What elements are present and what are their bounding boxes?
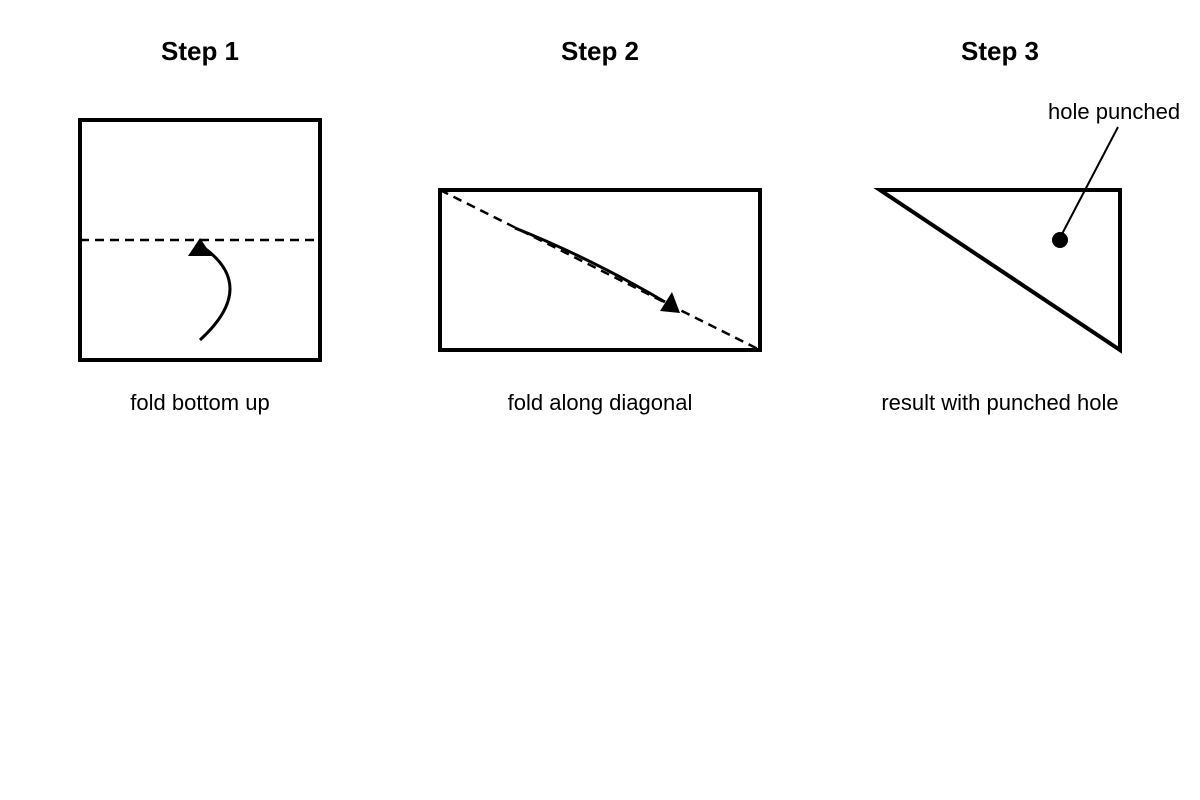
step-1-title: Step 1: [161, 36, 239, 66]
step-1-caption: fold bottom up: [130, 390, 269, 415]
step-2-fold-arrow-curve: [514, 226, 666, 304]
step-3-caption: result with punched hole: [881, 390, 1118, 415]
step-2-fold-line: [439, 188, 761, 352]
step-3-panel: Step 3 hole punched result with punched …: [873, 36, 1180, 415]
step-2-rectangle-paper: [438, 188, 762, 352]
step-1-arrowhead-icon: [188, 238, 212, 256]
hole-callout-label: hole punched: [1048, 99, 1180, 124]
step-2-panel: Step 2 fold along diagonal: [438, 36, 762, 415]
step-2-arrowhead-icon: [660, 292, 680, 313]
step-3-triangle-paper: [873, 188, 1122, 354]
hole-dot-icon: [1052, 232, 1068, 248]
step-1-fold-arrow-curve: [198, 243, 232, 342]
hole-callout-line: [1061, 126, 1119, 235]
step-1-panel: Step 1 fold bottom up: [78, 36, 322, 415]
step-3-title: Step 3: [961, 36, 1039, 66]
step-2-title: Step 2: [561, 36, 639, 66]
step-2-caption: fold along diagonal: [508, 390, 693, 415]
